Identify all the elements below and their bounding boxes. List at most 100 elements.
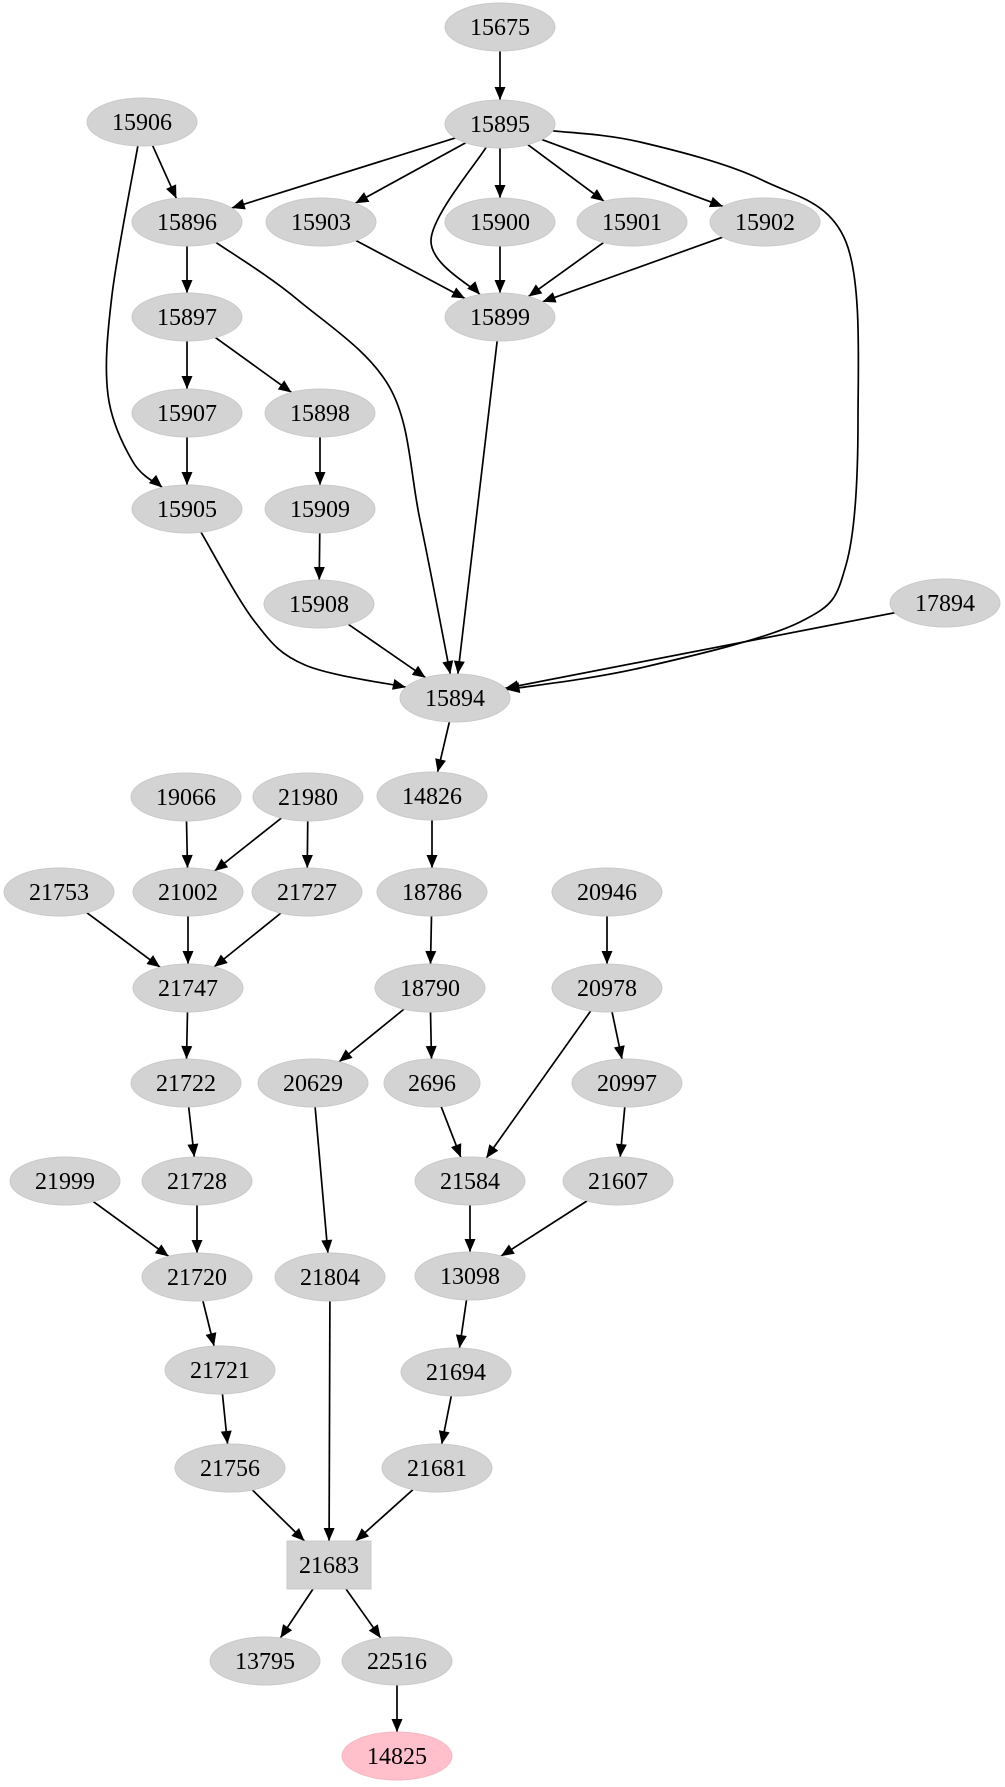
graph-node-13795: 13795	[209, 1636, 321, 1686]
graph-node-15901: 15901	[576, 197, 688, 247]
node-shape-ellipse	[444, 292, 556, 342]
node-shape-ellipse	[132, 963, 244, 1013]
graph-node-13098: 13098	[414, 1251, 526, 1301]
node-shape-ellipse	[132, 867, 244, 917]
edge-21681-21683	[355, 1488, 414, 1542]
node-label: 13098	[440, 1264, 500, 1290]
graph-node-20946: 20946	[551, 867, 663, 917]
graph-node-15895: 15895	[444, 99, 556, 149]
graph-node-21999: 21999	[9, 1156, 121, 1206]
edge-21722-21728	[187, 1106, 199, 1158]
graph-node-21607: 21607	[562, 1156, 674, 1206]
node-shape-ellipse	[889, 578, 1001, 628]
node-label: 21756	[200, 1456, 260, 1482]
node-shape-ellipse	[709, 197, 821, 247]
node-label: 15903	[291, 210, 351, 236]
node-label: 18786	[402, 880, 462, 906]
node-shape-ellipse	[174, 1443, 286, 1493]
node-label: 15895	[470, 112, 530, 138]
node-shape-ellipse	[164, 1345, 276, 1395]
node-shape-ellipse	[131, 197, 243, 247]
graph-node-14826: 14826	[376, 771, 488, 821]
graph-node-21727: 21727	[251, 867, 363, 917]
node-shape-ellipse	[399, 673, 511, 723]
edge-21720-21721	[202, 1300, 217, 1347]
graph-node-15902: 15902	[709, 197, 821, 247]
graph-node-15896: 15896	[131, 197, 243, 247]
graph-node-15675: 15675	[444, 2, 556, 52]
node-label: 21747	[158, 976, 218, 1002]
edge-17894-15894	[505, 611, 895, 692]
node-label: 15902	[735, 210, 795, 236]
graph-node-15900: 15900	[444, 197, 556, 247]
node-label: 21999	[35, 1169, 95, 1195]
node-shape-ellipse	[274, 1252, 386, 1302]
node-shape-ellipse	[551, 867, 663, 917]
node-shape-ellipse	[9, 1156, 121, 1206]
edge-21999-21720	[92, 1200, 170, 1258]
edge-15895-15903	[354, 142, 467, 204]
node-label: 15894	[425, 686, 485, 712]
node-label: 19066	[156, 785, 216, 811]
node-shape-ellipse	[444, 2, 556, 52]
graph-node-20978: 20978	[551, 963, 663, 1013]
edge-21683-13795	[279, 1588, 314, 1639]
edge-15895-15894	[506, 129, 860, 693]
graph-node-17894: 17894	[889, 578, 1001, 628]
graph-node-15907: 15907	[131, 388, 243, 438]
node-label: 15675	[470, 15, 530, 41]
edge-21753-21747	[86, 912, 161, 968]
node-layer: 15675 15895 15906 15896 15903 15900 15901 15902…	[3, 2, 1001, 1781]
node-label: 21722	[156, 1071, 216, 1097]
edge-15897-15898	[214, 336, 293, 394]
edge-18790-20629	[338, 1008, 405, 1063]
graph-node-15903: 15903	[265, 197, 377, 247]
node-shape-ellipse	[444, 197, 556, 247]
node-label: 21720	[167, 1265, 227, 1291]
node-label: 21753	[29, 880, 89, 906]
edge-15908-15894	[347, 623, 427, 679]
node-label: 15906	[112, 110, 172, 136]
node-shape-ellipse	[571, 1058, 683, 1108]
edge-15906-15896	[151, 145, 178, 199]
node-label: 15905	[157, 497, 217, 523]
node-shape-ellipse	[141, 1252, 253, 1302]
node-label: 15896	[157, 210, 217, 236]
node-shape-ellipse	[209, 1636, 321, 1686]
node-label: 15908	[289, 592, 349, 618]
node-shape-ellipse	[444, 99, 556, 149]
node-label: 14825	[367, 1744, 427, 1770]
graph-node-21728: 21728	[141, 1156, 253, 1206]
graph-node-21980: 21980	[252, 772, 364, 822]
graph-node-15909: 15909	[264, 484, 376, 534]
edge-20978-21584	[485, 1010, 592, 1159]
node-shape-ellipse	[376, 771, 488, 821]
node-label: 17894	[915, 591, 975, 617]
node-shape-box	[286, 1540, 372, 1590]
node-label: 15897	[157, 305, 217, 331]
node-label: 15909	[290, 497, 350, 523]
edge-21721-21756	[220, 1393, 232, 1445]
node-label: 13795	[235, 1649, 295, 1675]
graph-node-15899: 15899	[444, 292, 556, 342]
edge-13098-21694	[455, 1299, 468, 1349]
edge-21727-21747	[213, 912, 282, 968]
graph-node-14825: 14825	[341, 1731, 453, 1781]
node-label: 15907	[157, 401, 217, 427]
node-shape-ellipse	[131, 388, 243, 438]
edge-21747-21722	[181, 1011, 193, 1060]
edge-21804-21683	[323, 1300, 335, 1542]
node-label: 2696	[408, 1071, 456, 1097]
node-label: 15901	[602, 210, 662, 236]
graph-node-18786: 18786	[376, 867, 488, 917]
node-shape-ellipse	[131, 484, 243, 534]
graph-node-21694: 21694	[400, 1347, 512, 1397]
graph-node-2696: 2696	[383, 1058, 481, 1108]
node-shape-ellipse	[3, 867, 115, 917]
node-shape-ellipse	[86, 97, 198, 147]
node-label: 20997	[597, 1071, 657, 1097]
node-label: 22516	[367, 1649, 427, 1675]
graph-node-19066: 19066	[130, 772, 242, 822]
node-shape-ellipse	[414, 1156, 526, 1206]
